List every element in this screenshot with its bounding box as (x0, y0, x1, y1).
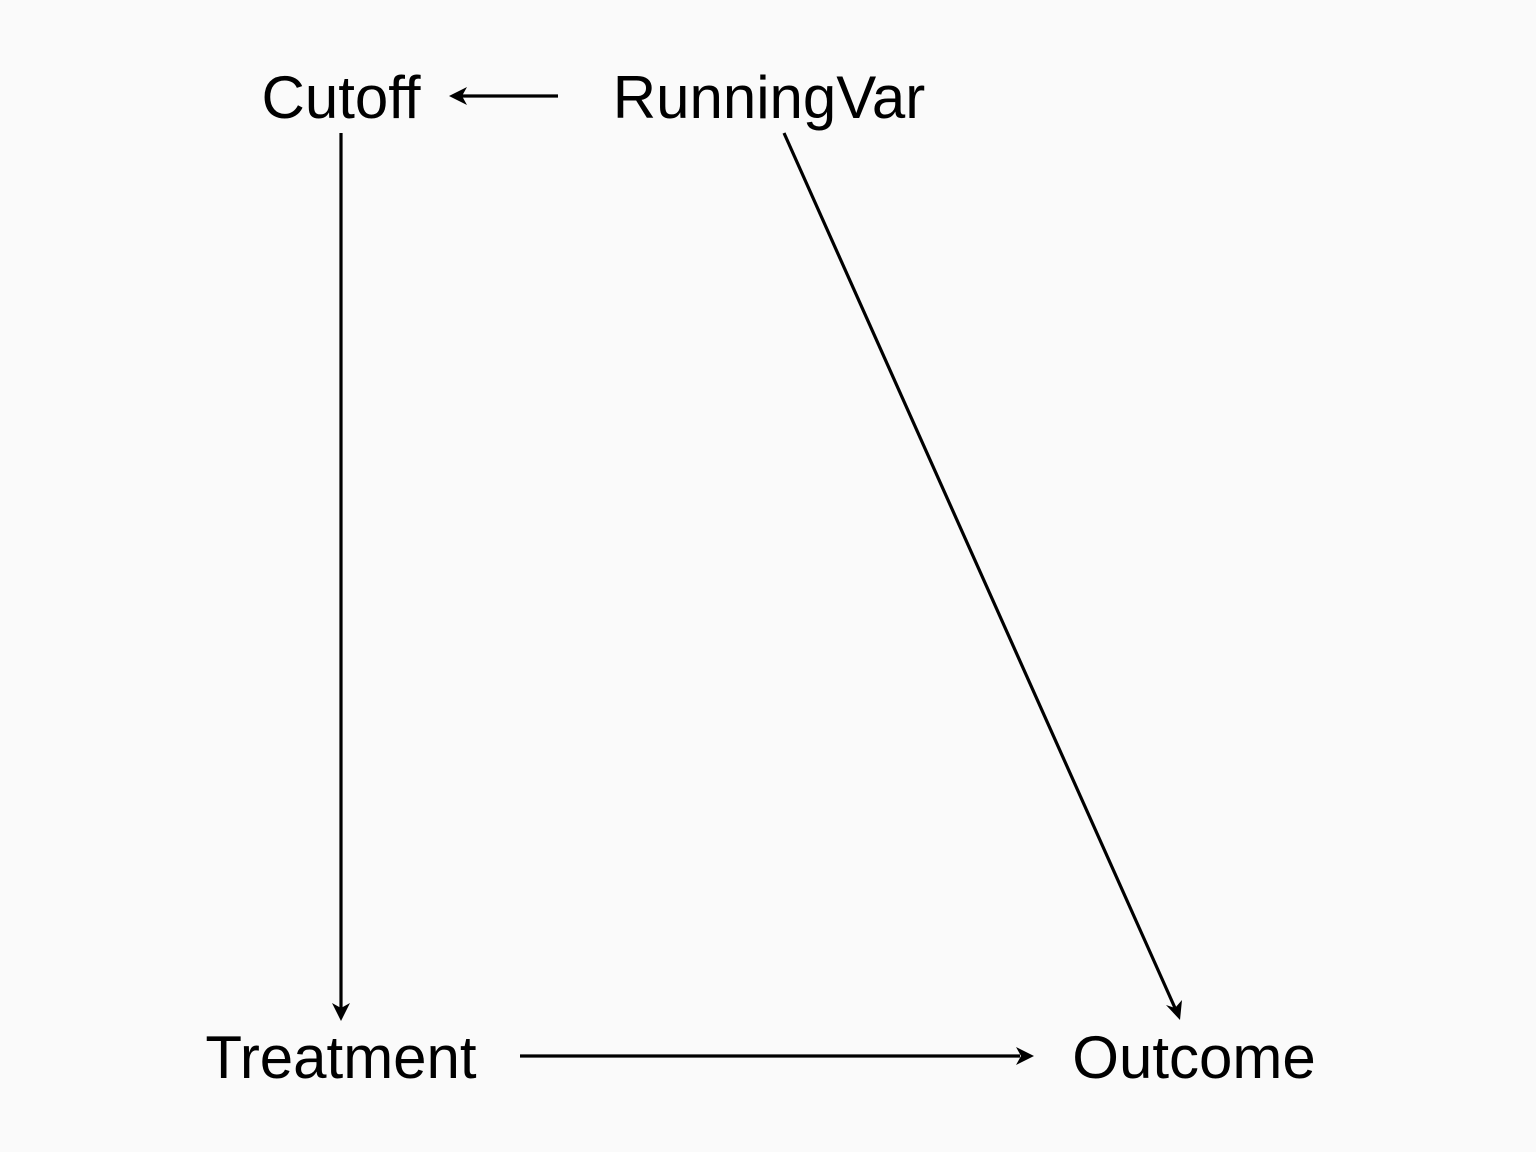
arrowhead-icon (449, 87, 467, 105)
arrowhead-icon (1016, 1047, 1034, 1065)
edge-runningvar-to-outcome-line (782, 132, 1177, 1009)
node-outcome: Outcome (1072, 1024, 1315, 1091)
arrowhead-icon (332, 1003, 350, 1021)
edge-runningvar-to-cutoff (449, 87, 558, 105)
arrowhead-icon (1166, 1000, 1182, 1020)
node-cutoff: Cutoff (262, 64, 421, 131)
edge-treatment-to-outcome (520, 1047, 1034, 1065)
edge-runningvar-to-outcome (782, 132, 1182, 1020)
edge-cutoff-to-treatment (332, 133, 350, 1021)
node-runningvar: RunningVar (613, 64, 925, 131)
node-treatment: Treatment (205, 1024, 477, 1091)
